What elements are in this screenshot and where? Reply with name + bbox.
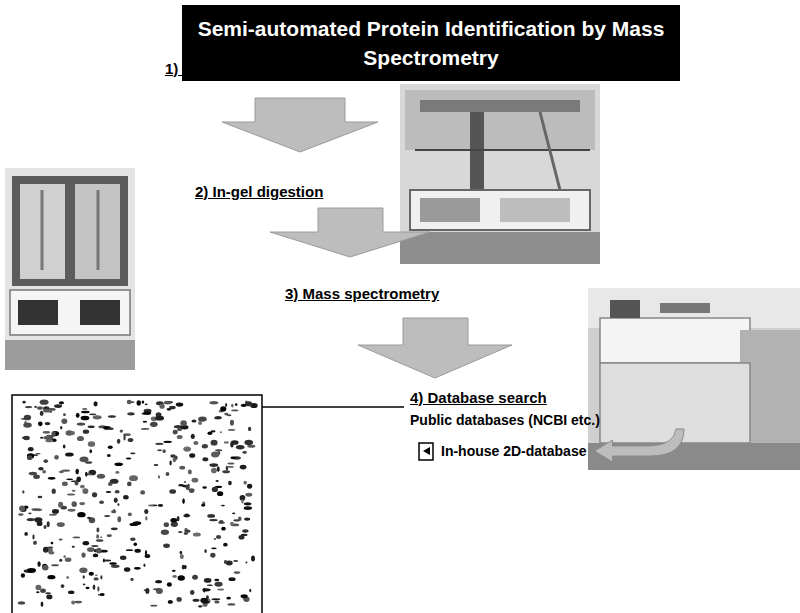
return-arrow <box>594 429 684 462</box>
step-label: 1) Spot picking <box>165 60 273 77</box>
step-label: 4) Database search <box>410 389 547 406</box>
database-label: In-house 2D-database <box>441 443 586 459</box>
flow-arrow <box>222 98 512 378</box>
leader-line <box>262 406 404 408</box>
database-icon <box>419 443 433 460</box>
step-label: 2) In-gel digestion <box>195 183 323 200</box>
2d-gel-image <box>12 395 262 613</box>
database-label: Public databases (NCBI etc.) <box>410 412 600 428</box>
spot-picker-photo <box>400 84 600 264</box>
mass-spectrometer-photo <box>588 288 800 470</box>
digestion-robot-photo <box>5 168 135 370</box>
step-label: 3) Mass spectrometry <box>285 285 439 302</box>
